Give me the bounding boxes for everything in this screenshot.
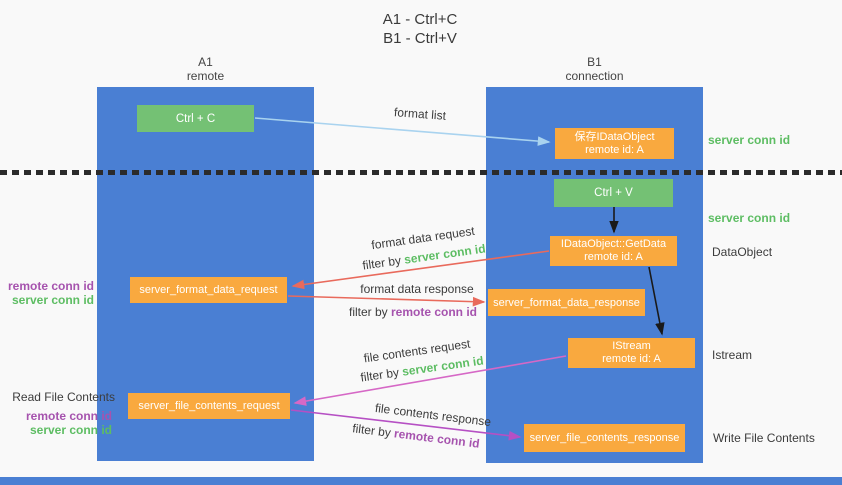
label-dataobject: DataObject bbox=[712, 245, 773, 259]
diagram-title: A1 - Ctrl+C B1 - Ctrl+V bbox=[300, 10, 540, 48]
node-file-request-label: server_file_contents_request bbox=[138, 400, 280, 412]
column-a1-role: remote bbox=[186, 69, 225, 83]
filter-prefix: filter by bbox=[361, 252, 406, 273]
label-remote-conn-id-1: remote conn id bbox=[7, 279, 94, 293]
column-a1-name: A1 bbox=[198, 55, 213, 69]
node-server-file-contents-request: server_file_contents_request bbox=[128, 393, 290, 419]
label-server-conn-id-1: server conn id bbox=[11, 293, 94, 307]
column-header-b1: B1 connection bbox=[486, 55, 703, 83]
node-server-format-data-request: server_format_data_request bbox=[130, 277, 287, 303]
label-server-conn-id-2: server conn id bbox=[29, 423, 112, 437]
label-server-conn-id-top: server conn id bbox=[708, 133, 791, 147]
label-format-list: format list bbox=[365, 103, 476, 125]
filter-key-remote-conn-id: remote conn id bbox=[393, 426, 481, 451]
label-write-file-contents: Write File Contents bbox=[713, 431, 815, 445]
filter-key-remote-conn-id: remote conn id bbox=[391, 305, 478, 319]
title-line-2: B1 - Ctrl+V bbox=[383, 30, 457, 47]
node-ctrl-v: Ctrl + V bbox=[554, 179, 673, 207]
node-format-request-label: server_format_data_request bbox=[139, 284, 278, 296]
node-file-response-label: server_file_contents_response bbox=[529, 432, 680, 444]
label-format-data-response: format data response bbox=[352, 282, 482, 296]
node-server-format-data-response: server_format_data_response bbox=[488, 289, 645, 316]
node-getdata-line2: remote id: A bbox=[584, 251, 643, 263]
label-format-data-response-text: format data response bbox=[360, 282, 474, 296]
node-ctrl-v-label: Ctrl + V bbox=[594, 187, 633, 199]
filter-prefix: filter by bbox=[359, 364, 404, 385]
node-getdata-line1: IDataObject::GetData bbox=[560, 238, 667, 250]
column-b1-name: B1 bbox=[587, 55, 602, 69]
node-istream-line2: remote id: A bbox=[602, 353, 661, 365]
title-line-1: A1 - Ctrl+C bbox=[382, 11, 458, 28]
label-file-contents-response-text: file contents response bbox=[374, 400, 492, 430]
label-filter-format-response: filter by remote conn id bbox=[343, 305, 483, 319]
column-b1-role: connection bbox=[565, 69, 624, 83]
label-server-conn-id-mid: server conn id bbox=[708, 211, 791, 225]
node-istream: IStream remote id: A bbox=[568, 338, 695, 368]
session-divider-dotted-line bbox=[0, 170, 842, 175]
node-istream-line1: IStream bbox=[612, 340, 651, 352]
node-ctrl-c-label: Ctrl + C bbox=[175, 112, 216, 125]
node-idataobject-getdata: IDataObject::GetData remote id: A bbox=[550, 236, 677, 266]
node-save-idataobject-line2: remote id: A bbox=[585, 143, 644, 156]
node-ctrl-c: Ctrl + C bbox=[137, 105, 254, 132]
label-read-file-contents: Read File Contents bbox=[12, 390, 115, 404]
node-save-idataobject-line1: 保存IDataObject bbox=[574, 130, 655, 143]
label-format-list-text: format list bbox=[393, 105, 447, 123]
label-istream: Istream bbox=[712, 348, 753, 362]
arrow-format-data-response bbox=[287, 295, 486, 307]
node-save-idataobject: 保存IDataObject remote id: A bbox=[555, 128, 674, 159]
bottom-bar bbox=[0, 477, 842, 485]
node-server-file-contents-response: server_file_contents_response bbox=[524, 424, 685, 452]
node-format-response-label: server_format_data_response bbox=[493, 296, 640, 309]
filter-prefix: filter by bbox=[348, 305, 391, 319]
label-remote-conn-id-2: remote conn id bbox=[25, 409, 112, 423]
filter-prefix: filter by bbox=[351, 421, 396, 441]
column-header-a1: A1 remote bbox=[97, 55, 314, 83]
